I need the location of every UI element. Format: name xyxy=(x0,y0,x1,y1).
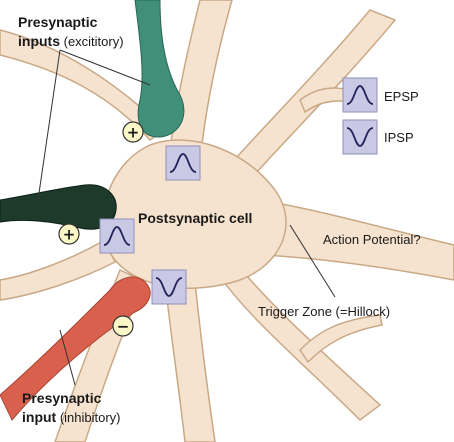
label-action-potential: Action Potential? xyxy=(323,232,421,247)
sign-plus-middle: + xyxy=(58,223,80,245)
ipsp-box-bottom xyxy=(151,269,187,305)
epsp-legend-label: EPSP xyxy=(384,89,419,104)
excitatory-terminal-top xyxy=(134,0,185,138)
leader-inhibitory xyxy=(59,329,76,386)
svg-text:Presynaptic: Presynaptic xyxy=(22,390,102,406)
svg-text:+: + xyxy=(63,226,76,244)
leader-trigger-zone xyxy=(289,224,336,298)
legend-ipsp: IPSP xyxy=(342,119,414,155)
leader-excitatory-middle xyxy=(37,49,61,201)
svg-text:input (inhibitory): input (inhibitory) xyxy=(22,409,121,425)
leader-lines xyxy=(37,49,336,386)
label-trigger-zone: Trigger Zone (=Hillock) xyxy=(258,304,390,319)
label-postsynaptic-cell: Postsynaptic cell xyxy=(138,210,252,226)
inhibitory-terminal xyxy=(0,276,151,421)
svg-text:inputs (excititory): inputs (excititory) xyxy=(18,33,124,49)
svg-text:−: − xyxy=(117,318,130,336)
sign-plus-top: + xyxy=(122,121,144,143)
label-presynaptic-input: Presynaptic input (inhibitory) xyxy=(22,390,121,425)
ipsp-legend-label: IPSP xyxy=(384,130,414,145)
epsp-box-top xyxy=(165,145,201,181)
label-presynaptic-inputs: Presynaptic inputs (excititory) xyxy=(18,14,124,49)
ipsp-legend-icon xyxy=(342,119,378,155)
leader-excitatory-top xyxy=(59,49,151,86)
svg-text:+: + xyxy=(127,124,140,142)
sign-minus: − xyxy=(112,315,134,337)
legend-epsp: EPSP xyxy=(342,77,419,113)
svg-text:Presynaptic: Presynaptic xyxy=(18,14,98,30)
epsp-box-middle xyxy=(99,218,135,254)
excitatory-terminal-middle xyxy=(0,184,117,230)
epsp-legend-icon xyxy=(342,77,378,113)
